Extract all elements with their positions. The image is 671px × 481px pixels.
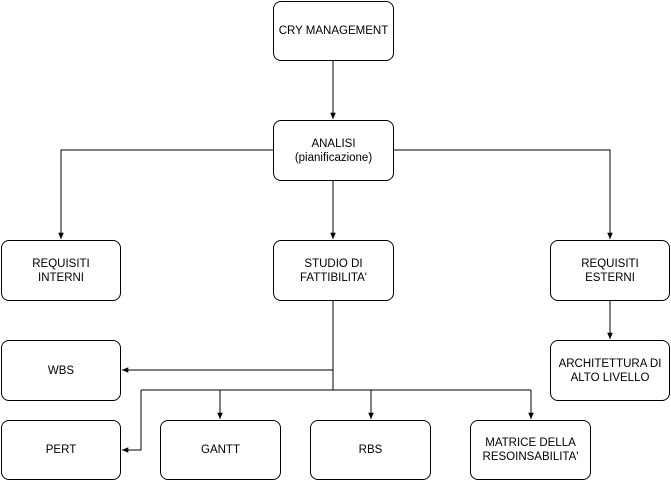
edge-studio-to-pert [122, 390, 142, 453]
node-label-line: ESTERNI [585, 271, 635, 284]
node-label-line: INTERNI [38, 271, 84, 284]
node-label-line: STUDIO DI [304, 257, 363, 270]
node-label-line: PERT [45, 444, 77, 456]
node-label-line: ANALISI [311, 137, 356, 150]
node-cry-management: CRY MANAGEMENT [273, 1, 394, 61]
node-label-line: ARCHITETTURA DI [558, 357, 662, 370]
node-analisi: ANALISI (pianificazione) [273, 120, 394, 181]
edge-analisi-to-requisiti-interni [58, 149, 273, 239]
node-pert: PERT [1, 420, 121, 480]
node-label-line: ALTO LIVELLO [570, 371, 650, 384]
node-gantt: GANTT [160, 420, 281, 480]
node-label-line: REQUISITI [581, 257, 639, 270]
node-label-line: MATRICE DELLA [485, 437, 576, 449]
node-architettura: ARCHITETTURA DI ALTO LIVELLO [550, 340, 670, 401]
node-label-line: RESOINSABILITA' [482, 451, 579, 463]
node-label-line: RBS [358, 444, 383, 456]
node-label-line: (pianificazione) [294, 151, 373, 164]
node-label-line: FATTIBILITA' [300, 271, 367, 284]
node-matrice: MATRICE DELLA RESOINSABILITA' [470, 420, 591, 480]
node-wbs: WBS [1, 340, 121, 401]
node-requisiti-esterni: REQUISITI ESTERNI [550, 240, 670, 301]
node-requisiti-interni: REQUISITI INTERNI [1, 240, 121, 301]
node-label-line: REQUISITI [32, 257, 90, 270]
node-label-line: GANTT [201, 444, 240, 456]
node-rbs: RBS [310, 420, 431, 480]
edge-analisi-to-requisiti-esterni [393, 149, 613, 239]
node-label-line: CRY MANAGEMENT [278, 25, 389, 37]
node-studio-fattibilita: STUDIO DI FATTIBILITA' [273, 240, 394, 301]
node-label-line: WBS [47, 364, 75, 377]
